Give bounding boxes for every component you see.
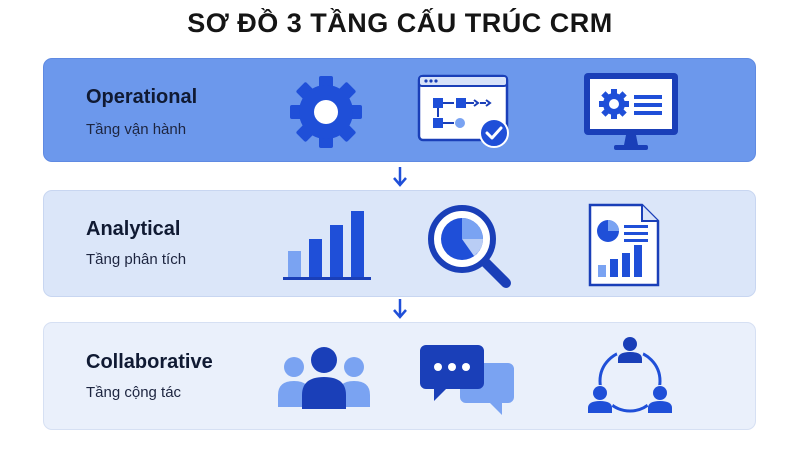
arrow-down-icon [393,167,407,187]
tier-name: Collaborative [86,351,213,373]
tier-name: Analytical [86,218,181,240]
network-people-icon [586,335,674,413]
arrow-down-icon [393,299,407,319]
page-title: SƠ ĐỒ 3 TẦNG CẤU TRÚC CRM [187,8,613,38]
tier-collaborative: Collaborative Tầng cộng tác [43,322,756,430]
monitor-settings-icon [584,73,678,150]
tier-subtitle: Tầng cộng tác [86,384,182,401]
workflow-window-icon [417,74,509,148]
bar-chart-icon [283,211,371,280]
tier-operational: Operational Tầng vận hành [43,58,756,162]
team-people-icon [278,347,370,409]
tier-name: Operational [86,86,198,108]
tier-subtitle: Tầng phân tích [86,251,187,268]
gear-icon [290,76,362,148]
magnifier-pie-chart-icon [428,205,511,288]
tier-analytical: Analytical Tầng phân tích [43,190,756,297]
chat-bubbles-icon [420,345,514,415]
report-document-icon [588,203,660,287]
tier-subtitle: Tầng vận hành [86,121,187,138]
